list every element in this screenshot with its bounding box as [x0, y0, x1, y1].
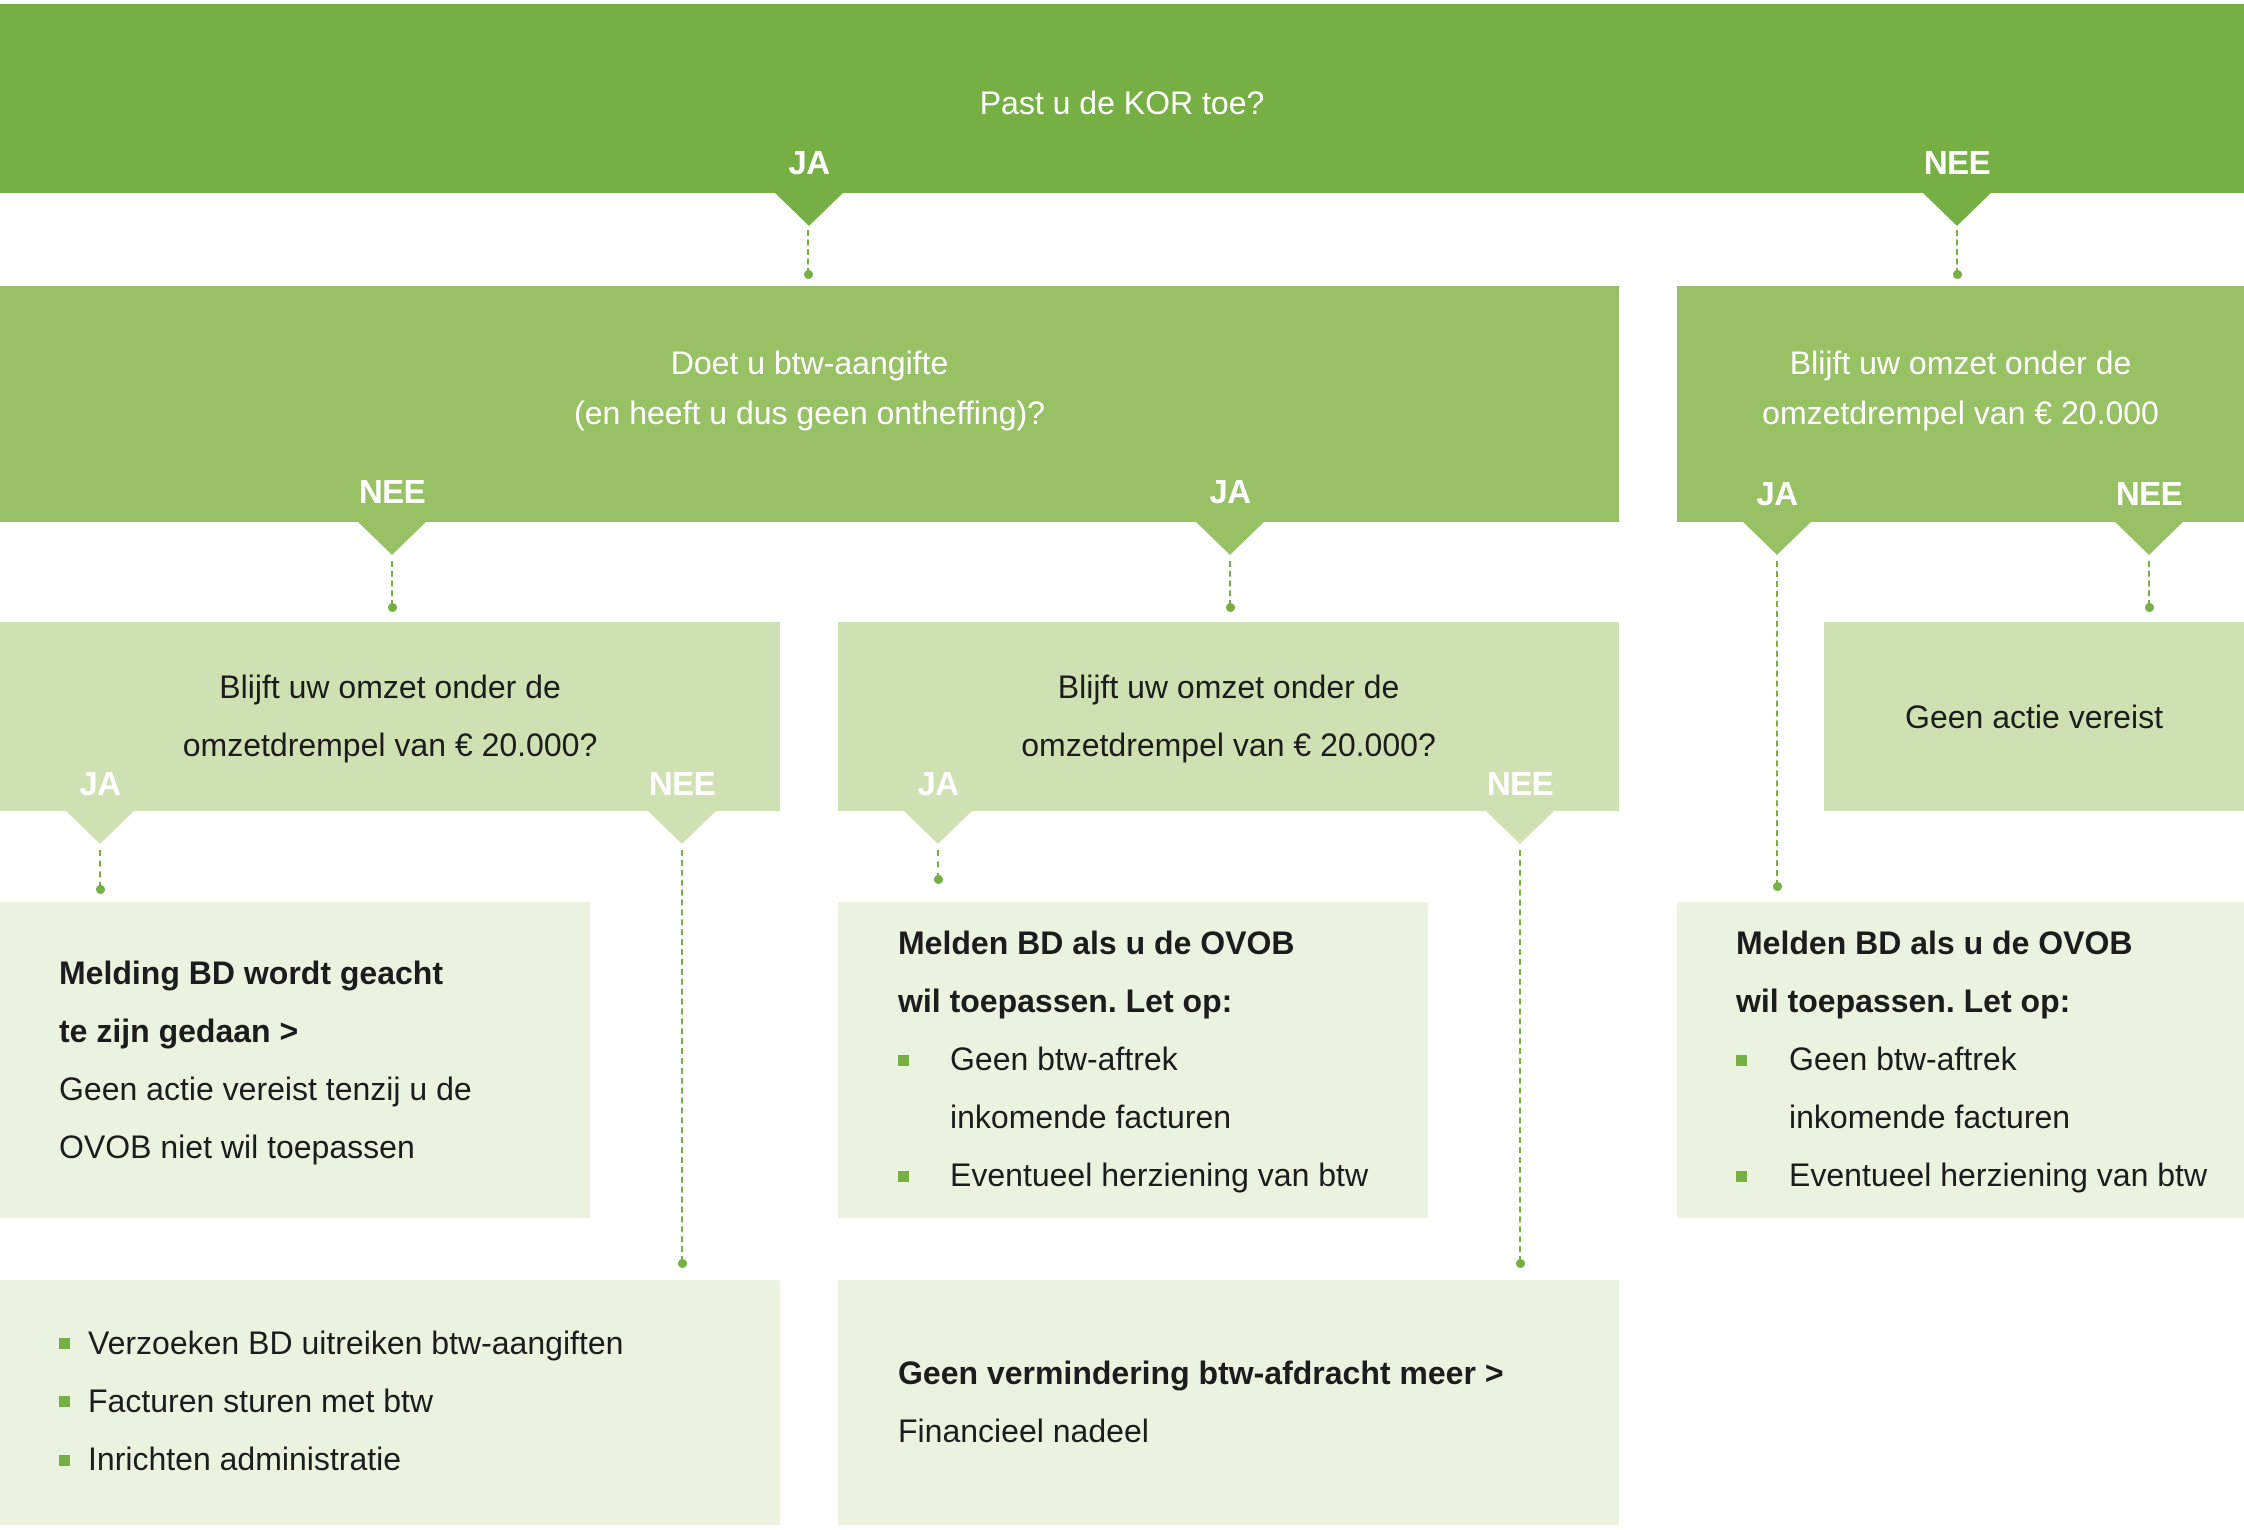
result-bold-line: wil toepassen. Let op: [898, 983, 1233, 1019]
result-bullet-text: Eventueel herziening van btw [950, 1157, 1369, 1193]
connector-dot [933, 874, 943, 884]
connector-line [681, 850, 683, 1262]
result-bullet-text: Geen btw-aftrek [950, 1041, 1178, 1077]
connector-line [1229, 561, 1231, 606]
result-bullet-text: inkomende facturen [950, 1099, 1232, 1135]
result-bullet-text: Eventueel herziening van btw [1789, 1157, 2208, 1193]
result-bullet-text: Geen btw-aftrek [1789, 1041, 2017, 1077]
connector-dot [803, 269, 813, 279]
connector-line [1776, 561, 1778, 886]
result-bullet-text: inkomende facturen [1789, 1099, 2071, 1135]
connector-dot [1515, 1258, 1525, 1268]
question-omzetdrempel-right: Blijft uw omzet onder de omzetdrempel va… [1677, 286, 2244, 522]
arrow-down-icon [775, 193, 843, 226]
question-omzet-line2: omzetdrempel van € 20.000? [1021, 727, 1436, 763]
question-kor-text: Past u de KOR toe? [979, 85, 1265, 121]
arrow-down-icon [358, 522, 426, 555]
result-bold-line: Geen vermindering btw-afdracht meer > [898, 1355, 1504, 1391]
arrow-down-icon [1486, 811, 1554, 844]
bullet-icon [898, 1055, 909, 1066]
arrow-down-icon [66, 811, 134, 844]
connector-line [391, 561, 393, 606]
answer-yes-label: JA [788, 144, 830, 181]
arrow-down-icon [2115, 522, 2183, 555]
connector-line [99, 850, 101, 888]
arrow-down-icon [1743, 522, 1811, 555]
answer-yes-label: JA [917, 765, 959, 802]
connector-dot [95, 884, 105, 894]
connector-dot [1952, 269, 1962, 279]
bullet-icon [59, 1455, 70, 1466]
answer-no-label: NEE [648, 765, 716, 802]
arrow-down-icon [1923, 193, 1991, 226]
result-melding-geacht: Melding BD wordt geacht te zijn gedaan >… [0, 902, 590, 1218]
connector-line [937, 850, 939, 879]
bullet-icon [1736, 1055, 1747, 1066]
question-omzet-line1: Blijft uw omzet onder de [1789, 345, 2132, 381]
connector-line [807, 230, 809, 274]
question-btw-line2: (en heeft u dus geen ontheffing)? [574, 395, 1045, 431]
connector-dot [1772, 881, 1782, 891]
result-text-line: Geen actie vereist tenzij u de [59, 1071, 472, 1107]
arrow-down-icon [904, 811, 972, 844]
answer-yes-label: JA [1756, 475, 1798, 512]
connector-dot [1225, 602, 1235, 612]
question-omzet-line2: omzetdrempel van € 20.000 [1762, 395, 2159, 431]
result-geen-vermindering: Geen vermindering btw-afdracht meer > Fi… [838, 1280, 1619, 1525]
result-bullet-text: Inrichten administratie [88, 1441, 402, 1477]
answer-no-label: NEE [358, 473, 426, 510]
result-bold-line: te zijn gedaan > [59, 1013, 299, 1049]
answer-no-label: NEE [2115, 475, 2183, 512]
connector-dot [387, 602, 397, 612]
question-btw-aangifte: Doet u btw-aangifte (en heeft u dus geen… [0, 286, 1619, 522]
question-omzetdrempel-left: Blijft uw omzet onder de omzetdrempel va… [0, 622, 780, 811]
answer-no-label: NEE [1923, 144, 1991, 181]
arrow-down-icon [1196, 522, 1264, 555]
connector-line [1956, 230, 1958, 274]
result-no-action: Geen actie vereist [1824, 622, 2244, 811]
question-omzet-line2: omzetdrempel van € 20.000? [182, 727, 598, 763]
result-no-action-text: Geen actie vereist [1905, 699, 2163, 735]
result-text-line: OVOB niet wil toepassen [59, 1129, 415, 1165]
result-verzoeken-bd: Verzoeken BD uitreiken btw-aangiften Fac… [0, 1280, 780, 1525]
bullet-icon [59, 1396, 70, 1407]
answer-yes-label: JA [1209, 473, 1251, 510]
connector-dot [2144, 602, 2154, 612]
result-melden-ovob-middle: Melden BD als u de OVOB wil toepassen. L… [838, 902, 1428, 1218]
result-bold-line: wil toepassen. Let op: [1736, 983, 2071, 1019]
result-text-line: Financieel nadeel [898, 1413, 1149, 1449]
connector-dot [677, 1258, 687, 1268]
answer-no-label: NEE [1486, 765, 1554, 802]
arrow-down-icon [648, 811, 716, 844]
result-bold-line: Melden BD als u de OVOB [1736, 925, 2133, 961]
connector-line [1519, 850, 1521, 1262]
result-bold-line: Melden BD als u de OVOB [898, 925, 1295, 961]
question-btw-line1: Doet u btw-aangifte [670, 345, 949, 381]
bullet-icon [59, 1338, 70, 1349]
connector-line [2148, 561, 2150, 606]
bullet-icon [898, 1171, 909, 1182]
question-omzet-line1: Blijft uw omzet onder de [1057, 669, 1400, 705]
result-bullet-text: Facturen sturen met btw [88, 1383, 434, 1419]
question-omzetdrempel-middle: Blijft uw omzet onder de omzetdrempel va… [838, 622, 1619, 811]
result-bullet-text: Verzoeken BD uitreiken btw-aangiften [88, 1325, 624, 1361]
question-kor: Past u de KOR toe? [0, 4, 2244, 193]
result-melden-ovob-right: Melden BD als u de OVOB wil toepassen. L… [1677, 902, 2244, 1218]
question-omzet-line1: Blijft uw omzet onder de [219, 669, 561, 705]
result-bold-line: Melding BD wordt geacht [59, 955, 443, 991]
answer-yes-label: JA [79, 765, 121, 802]
bullet-icon [1736, 1171, 1747, 1182]
